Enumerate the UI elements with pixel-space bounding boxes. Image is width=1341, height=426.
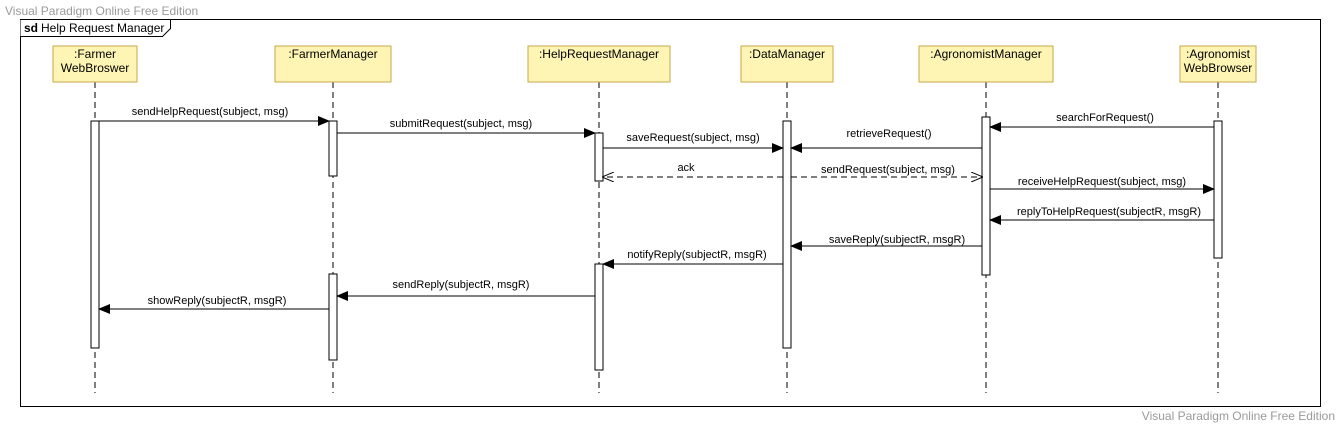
message-search-for-request[interactable]: searchForRequest() (989, 112, 1214, 132)
activation-bar-help-request-manager-1 (594, 132, 604, 182)
activation-bars (90, 116, 1223, 371)
frame-keyword: sd (24, 21, 38, 35)
message-send-request[interactable]: sendRequest(subject, msg) (791, 164, 982, 177)
lifeline-head-help-request-manager[interactable]: :HelpRequestManager (527, 45, 671, 83)
message-label: retrieveRequest() (847, 128, 932, 140)
activation-bar-farmer (90, 120, 100, 349)
lifeline-head-farmer-manager[interactable]: :FarmerManager (274, 45, 392, 83)
message-label: sendHelpRequest(subject, msg) (132, 106, 289, 118)
message-show-reply[interactable]: showReply(subjectR, msgR) (98, 295, 329, 314)
message-label: replyToHelpRequest(subjectR, msgR) (1017, 206, 1201, 218)
message-label: searchForRequest() (1056, 112, 1154, 124)
lifeline-label: WebBroswer (61, 61, 129, 75)
lifeline-label: :HelpRequestManager (539, 47, 659, 61)
activation-bar-farmer-manager-1 (328, 120, 338, 177)
message-label: ack (677, 162, 695, 174)
message-label: saveReply(subjectR, msgR) (829, 234, 965, 246)
message-label: saveRequest(subject, msg) (626, 132, 759, 144)
message-label: submitRequest(subject, msg) (390, 118, 532, 130)
frame-title: Help Request Manager (41, 21, 164, 35)
lifeline-head-agronomist[interactable]: :Agronomist WebBrowser (1179, 45, 1257, 83)
lifeline-head-data-manager[interactable]: :DataManager (740, 45, 834, 83)
frame-border (20, 19, 1321, 407)
message-label: receiveHelpRequest(subject, msg) (1018, 176, 1186, 188)
lifeline-label: WebBrowser (1184, 61, 1252, 75)
message-ack[interactable]: ack (603, 162, 783, 177)
activation-bar-agronomist (1213, 120, 1223, 259)
activation-bar-agronomist-manager (981, 116, 991, 276)
lifeline-label: :Agronomist (1186, 47, 1251, 61)
messages: sendHelpRequest(subject, msg) submitRequ… (98, 106, 1215, 314)
lifeline-lines (94, 82, 1219, 393)
lifeline-label: :FarmerManager (288, 47, 377, 61)
message-submit-request[interactable]: submitRequest(subject, msg) (337, 118, 596, 138)
message-label: notifyReply(subjectR, msgR) (627, 249, 766, 261)
message-receive-help-request[interactable]: receiveHelpRequest(subject, msg) (990, 176, 1215, 194)
message-label: sendReply(subjectR, msgR) (393, 279, 530, 291)
message-label: sendRequest(subject, msg) (821, 164, 955, 176)
lifeline-heads: :Farmer WebBroswer :FarmerManager :HelpR… (52, 45, 1257, 83)
activation-bar-help-request-manager-2 (594, 263, 604, 371)
message-reply-to-help-request[interactable]: replyToHelpRequest(subjectR, msgR) (989, 206, 1214, 225)
lifeline-label: :Farmer (74, 47, 116, 61)
message-save-request[interactable]: saveRequest(subject, msg) (603, 132, 784, 153)
watermark-top: Visual Paradigm Online Free Edition (5, 4, 199, 18)
frame-tab (20, 19, 171, 37)
message-notify-reply[interactable]: notifyReply(subjectR, msgR) (602, 249, 783, 269)
message-label: showReply(subjectR, msgR) (148, 295, 287, 307)
message-retrieve-request[interactable]: retrieveRequest() (790, 128, 982, 153)
message-send-reply[interactable]: sendReply(subjectR, msgR) (336, 279, 595, 301)
lifeline-head-farmer[interactable]: :Farmer WebBroswer (52, 45, 138, 83)
watermark-bottom: Visual Paradigm Online Free Edition (1141, 409, 1335, 423)
message-save-reply[interactable]: saveReply(subjectR, msgR) (790, 234, 982, 251)
message-send-help-request[interactable]: sendHelpRequest(subject, msg) (99, 106, 330, 126)
lifeline-label: :AgronomistManager (930, 47, 1041, 61)
activation-bar-farmer-manager-2 (328, 273, 338, 361)
lifeline-label: :DataManager (749, 47, 825, 61)
lifeline-head-agronomist-manager[interactable]: :AgronomistManager (918, 45, 1054, 83)
activation-bar-data-manager (782, 120, 792, 349)
